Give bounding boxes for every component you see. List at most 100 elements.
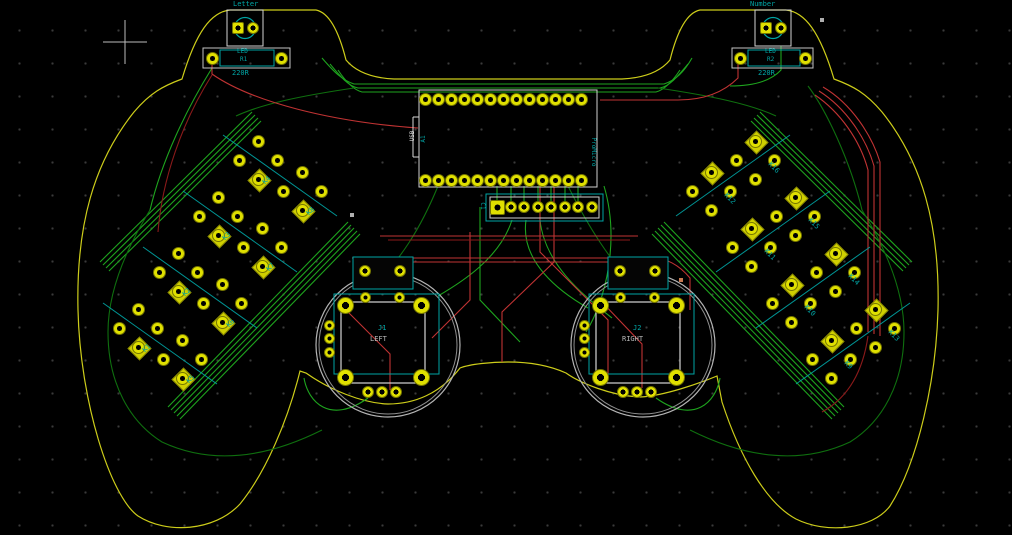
- mcu-pad[interactable]: [561, 173, 575, 187]
- key-pad[interactable]: [723, 184, 737, 198]
- left-led-name-label[interactable]: Letter: [233, 0, 259, 8]
- mcu-pad[interactable]: [548, 173, 562, 187]
- key-pad[interactable]: [270, 153, 284, 167]
- key-pad[interactable]: [868, 302, 882, 316]
- key-pad[interactable]: [847, 265, 861, 279]
- led-pad[interactable]: [775, 22, 787, 34]
- header-pad[interactable]: [489, 199, 505, 215]
- key-row-lines[interactable]: [102, 134, 911, 385]
- pin-header-ref[interactable]: C1: [479, 202, 486, 210]
- mcu-module-outline[interactable]: [418, 89, 598, 188]
- copper-traces-top[interactable]: [211, 58, 881, 390]
- key-pad[interactable]: [230, 209, 244, 223]
- key-pad[interactable]: [156, 352, 170, 366]
- key-pad[interactable]: [211, 190, 225, 204]
- key-pad[interactable]: [190, 265, 204, 279]
- key-pad[interactable]: [196, 296, 210, 310]
- stick-pad[interactable]: [323, 346, 335, 358]
- key-pad[interactable]: [255, 259, 269, 273]
- key-pad[interactable]: [236, 240, 250, 254]
- right-led-name-label[interactable]: Number: [750, 0, 776, 8]
- stick-pad[interactable]: [376, 386, 388, 398]
- mcu-pad[interactable]: [509, 92, 523, 106]
- mcu-pad[interactable]: [483, 92, 497, 106]
- right-stick-circle[interactable]: [570, 272, 716, 418]
- via-marker[interactable]: [350, 213, 354, 217]
- mcu-pad[interactable]: [561, 92, 575, 106]
- key-pad[interactable]: [175, 371, 189, 385]
- stick-pad[interactable]: [336, 296, 354, 314]
- copper-traces-bottom[interactable]: [99, 46, 913, 420]
- key-pad[interactable]: [744, 221, 758, 235]
- key-pad[interactable]: [824, 333, 838, 347]
- key-pad[interactable]: [234, 296, 248, 310]
- key-pad[interactable]: [152, 265, 166, 279]
- stick-pad[interactable]: [578, 332, 590, 344]
- mcu-pad[interactable]: [470, 92, 484, 106]
- key-pad[interactable]: [824, 371, 838, 385]
- stick-pad[interactable]: [614, 291, 626, 303]
- left-resistor-value[interactable]: 220R: [232, 69, 249, 77]
- right-stick-ref[interactable]: J2: [633, 324, 642, 332]
- key-pad[interactable]: [788, 190, 802, 204]
- right-stick-body-outline[interactable]: [595, 301, 681, 384]
- mcu-pad[interactable]: [522, 173, 536, 187]
- mcu-pad[interactable]: [574, 173, 588, 187]
- key-pad[interactable]: [175, 333, 189, 347]
- key-pad[interactable]: [765, 296, 779, 310]
- key-pad[interactable]: [744, 259, 758, 273]
- right-led-outline[interactable]: [754, 9, 792, 47]
- header-pad[interactable]: [586, 201, 598, 213]
- key-pad[interactable]: [769, 209, 783, 223]
- via-marker[interactable]: [820, 18, 824, 22]
- key-pad[interactable]: [131, 340, 145, 354]
- stick-pad[interactable]: [362, 386, 374, 398]
- left-stick-circle[interactable]: [315, 272, 461, 418]
- right-resistor-ref[interactable]: R2: [767, 56, 775, 63]
- key-pad[interactable]: [194, 352, 208, 366]
- mcu-pad[interactable]: [444, 92, 458, 106]
- key-pad[interactable]: [748, 172, 762, 186]
- board-outline[interactable]: [77, 9, 939, 529]
- key-pad[interactable]: [868, 340, 882, 354]
- right-resistor-value[interactable]: 220R: [758, 69, 775, 77]
- pin-header-outline[interactable]: [485, 193, 604, 222]
- resistor-pad[interactable]: [274, 51, 288, 65]
- stick-pad[interactable]: [394, 265, 406, 277]
- key-pad[interactable]: [295, 165, 309, 179]
- stick-pad[interactable]: [412, 368, 430, 386]
- stick-pad[interactable]: [359, 291, 371, 303]
- key-pad[interactable]: [828, 284, 842, 298]
- mcu-pad[interactable]: [418, 92, 432, 106]
- key-pad[interactable]: [784, 315, 798, 329]
- stick-pad[interactable]: [578, 319, 590, 331]
- key-pad[interactable]: [112, 321, 126, 335]
- key-pad[interactable]: [276, 184, 290, 198]
- stick-pad[interactable]: [412, 296, 430, 314]
- key-pad[interactable]: [150, 321, 164, 335]
- key-pad[interactable]: [805, 352, 819, 366]
- stick-pad[interactable]: [648, 291, 660, 303]
- key-pad[interactable]: [763, 240, 777, 254]
- left-resistor-ref[interactable]: R1: [240, 56, 248, 63]
- key-pad[interactable]: [807, 209, 821, 223]
- stick-pad[interactable]: [591, 296, 609, 314]
- header-pad[interactable]: [545, 201, 557, 213]
- key-pad[interactable]: [729, 153, 743, 167]
- key-pad[interactable]: [828, 246, 842, 260]
- stick-pad[interactable]: [631, 386, 643, 398]
- stick-pad[interactable]: [645, 386, 657, 398]
- mcu-pad[interactable]: [431, 92, 445, 106]
- led-pad[interactable]: [232, 22, 244, 34]
- stick-pad[interactable]: [617, 386, 629, 398]
- stick-pad[interactable]: [591, 368, 609, 386]
- mcu-pad[interactable]: [444, 173, 458, 187]
- mcu-pad[interactable]: [535, 173, 549, 187]
- led-pad[interactable]: [760, 22, 772, 34]
- key-pad[interactable]: [704, 203, 718, 217]
- mcu-pad[interactable]: [418, 173, 432, 187]
- right-resistor-outline[interactable]: [731, 47, 814, 69]
- mcu-pad[interactable]: [522, 92, 536, 106]
- key-pad[interactable]: [192, 209, 206, 223]
- key-pad[interactable]: [215, 277, 229, 291]
